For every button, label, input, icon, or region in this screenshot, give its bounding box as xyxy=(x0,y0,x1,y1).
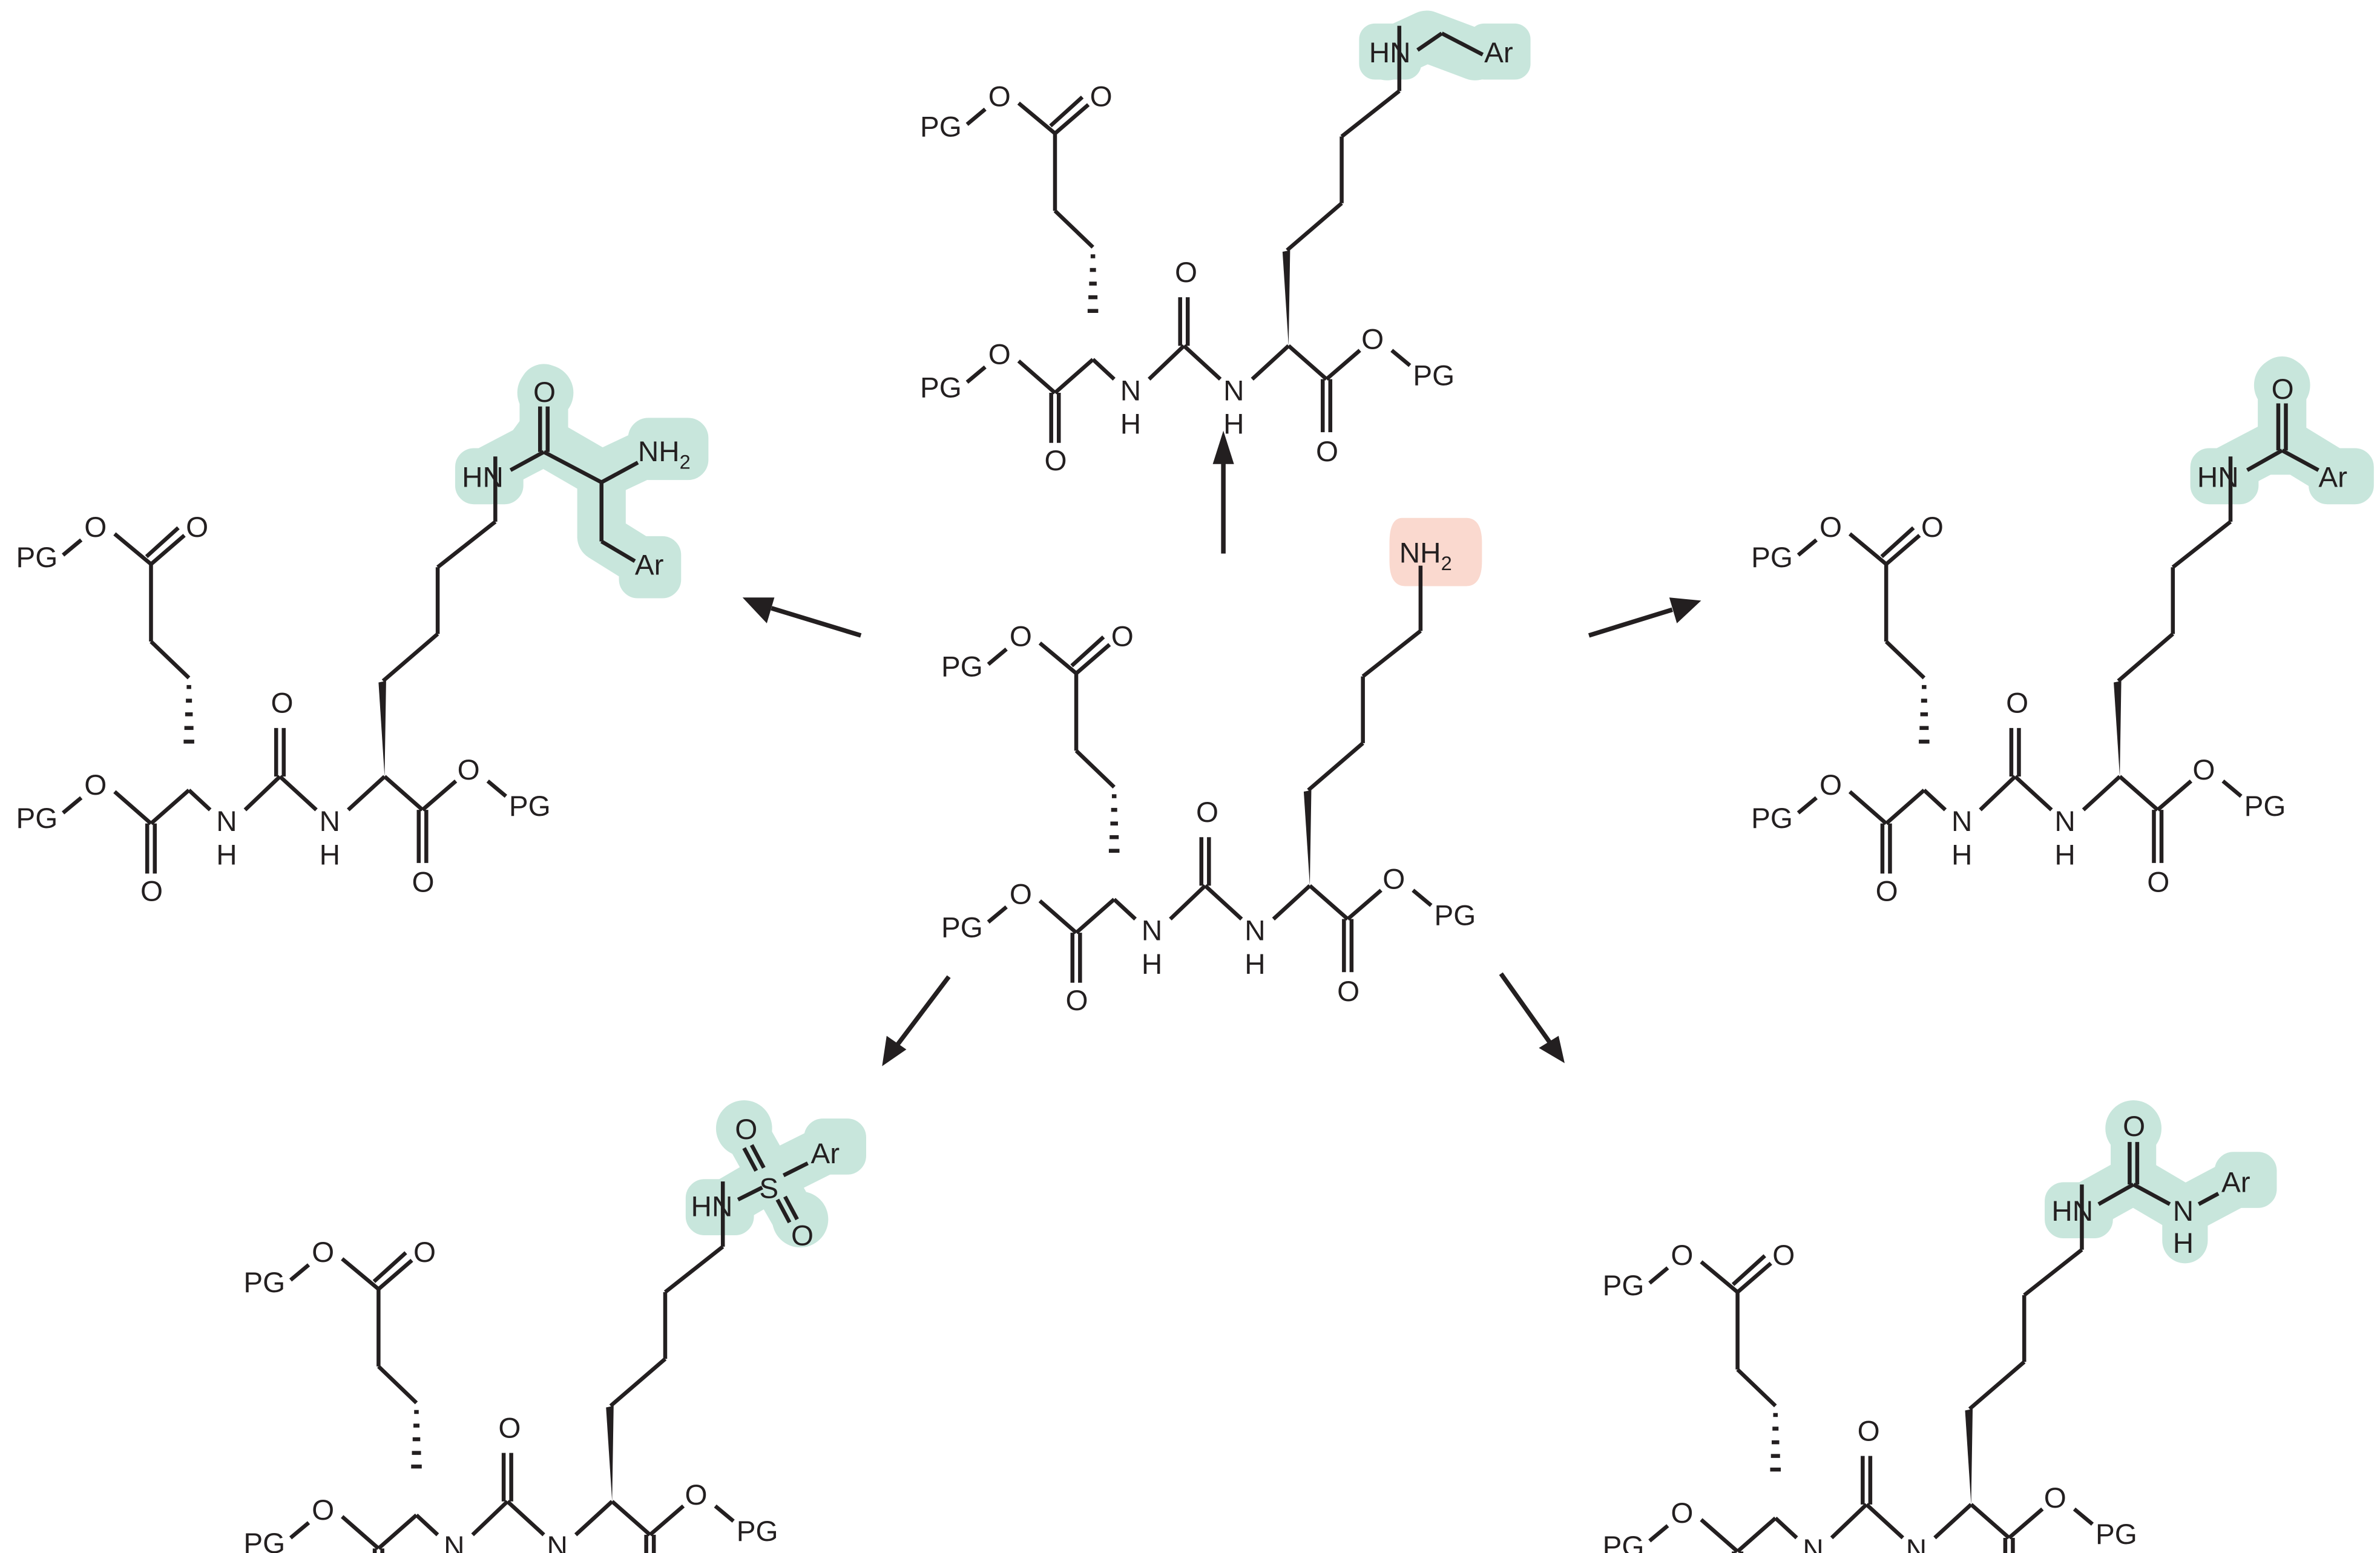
molecule-right: HN O Ar xyxy=(1751,356,2374,907)
svg-text:HN: HN xyxy=(1369,37,1411,69)
molecule-bottom-left: HN S Ar O O xyxy=(243,1100,866,1553)
svg-text:O: O xyxy=(533,376,556,409)
arrow-up xyxy=(1212,430,1234,554)
arrow-up-left xyxy=(742,597,862,638)
arrow-up-right xyxy=(1588,597,1701,638)
svg-text:O: O xyxy=(735,1114,757,1146)
molecule-left: HN O NH2 Ar xyxy=(16,364,709,908)
molecule-center: NH2 xyxy=(941,517,1482,1017)
molecule-bottom-right: HN O N H Ar xyxy=(1603,1100,2277,1553)
svg-text:Ar: Ar xyxy=(635,550,664,582)
svg-text:N: N xyxy=(2173,1195,2194,1227)
aryl-amide-highlight xyxy=(2190,356,2374,505)
molecule-top: HN Ar xyxy=(920,10,1531,477)
svg-text:H: H xyxy=(2173,1227,2194,1259)
svg-text:HN: HN xyxy=(2051,1195,2093,1227)
svg-text:Ar: Ar xyxy=(2318,461,2347,493)
arrow-down-right xyxy=(1499,972,1565,1063)
svg-text:Ar: Ar xyxy=(2221,1167,2250,1199)
amino-amide-highlight xyxy=(455,364,709,599)
svg-text:O: O xyxy=(2272,373,2294,405)
svg-text:Ar: Ar xyxy=(811,1138,840,1170)
amine-highlight xyxy=(1389,517,1482,586)
svg-text:O: O xyxy=(791,1220,814,1252)
svg-text:HN: HN xyxy=(2197,461,2239,493)
svg-text:S: S xyxy=(759,1173,778,1205)
svg-text:NH2: NH2 xyxy=(638,436,691,473)
arrow-down-left xyxy=(882,975,951,1066)
svg-text:Ar: Ar xyxy=(1484,37,1513,69)
svg-text:HN: HN xyxy=(462,461,504,493)
svg-text:O: O xyxy=(2123,1111,2145,1143)
svg-text:HN: HN xyxy=(691,1191,733,1223)
